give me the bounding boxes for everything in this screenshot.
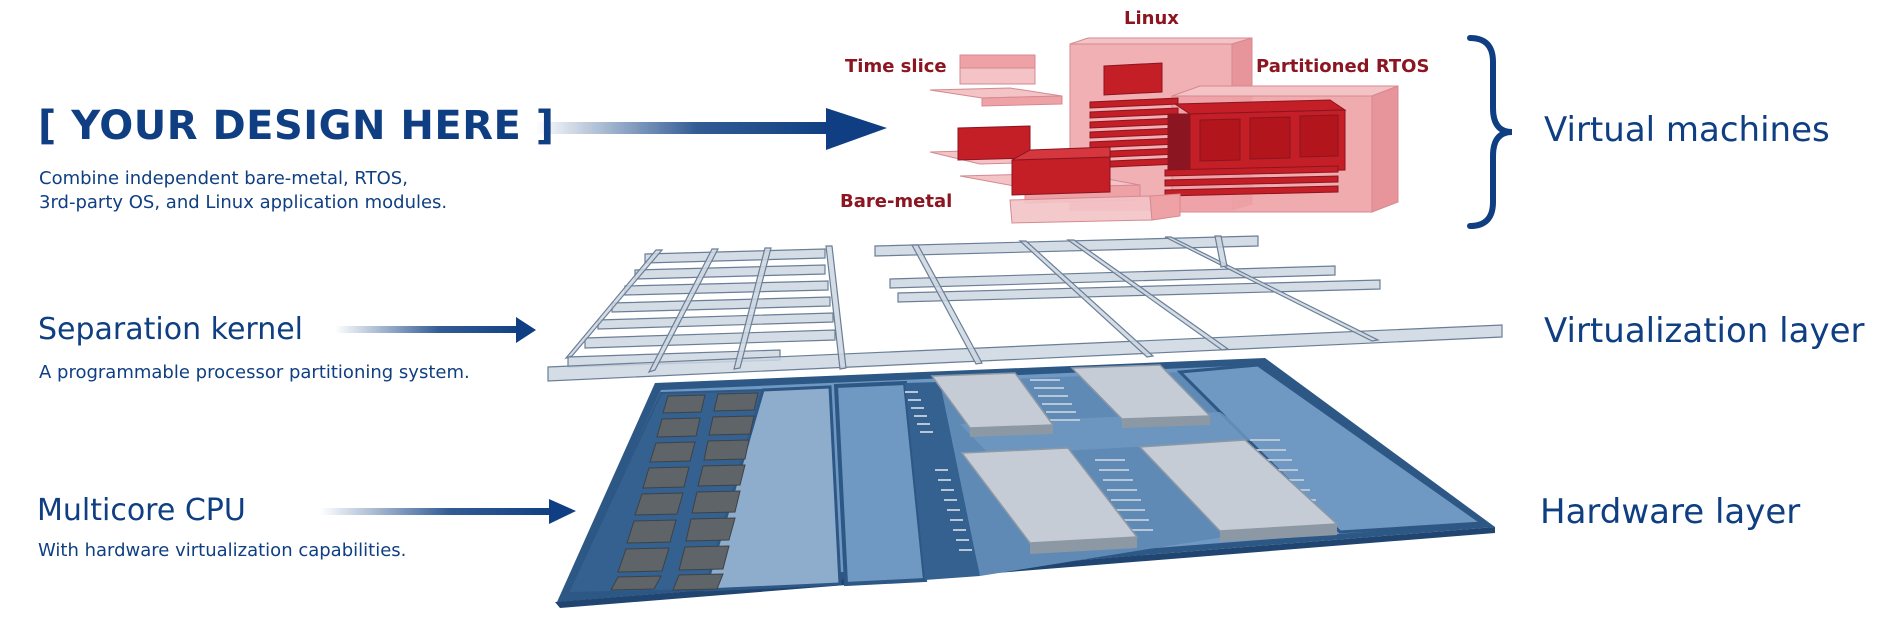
design-arrow (535, 108, 887, 150)
time-slice-label: Time slice (845, 56, 947, 77)
multicore-cpu-title: Multicore CPU (37, 493, 246, 528)
hardware-layer-label: Hardware layer (1540, 492, 1801, 532)
processor-cores (930, 364, 1339, 554)
virtual-machines-label: Virtual machines (1544, 110, 1830, 150)
time-slice-vm (929, 54, 1063, 107)
rtos-red-blocks (1164, 99, 1347, 197)
separation-kernel-description: A programmable processor partitioning sy… (39, 362, 470, 383)
linux-label: Linux (1124, 8, 1179, 29)
design-title: [ YOUR DESIGN HERE ] (38, 103, 555, 149)
hardware-chip (555, 358, 1495, 608)
bare-metal-label: Bare-metal (840, 191, 953, 212)
memory-chips (610, 392, 759, 591)
virtual-machines (929, 37, 1399, 224)
bare-metal-vm (929, 125, 1181, 224)
separation-kernel-title: Separation kernel (38, 312, 304, 347)
virtualization-layer-label: Virtualization layer (1544, 311, 1865, 351)
partitioned-rtos-label: Partitioned RTOS (1256, 56, 1430, 77)
linux-red-slices (1089, 62, 1179, 169)
design-description-line: Combine independent bare-metal, RTOS, (39, 168, 408, 189)
design-description: Combine independent bare-metal, RTOS, 3r… (39, 167, 447, 215)
multicore-cpu-arrow (320, 499, 576, 524)
design-description-line: 3rd-party OS, and Linux application modu… (39, 192, 448, 213)
separation-kernel-arrow (335, 317, 536, 343)
multicore-cpu-description: With hardware virtualization capabilitie… (38, 540, 407, 561)
virtual-machines-brace (1467, 35, 1513, 229)
virtualization-grid (547, 235, 1503, 382)
